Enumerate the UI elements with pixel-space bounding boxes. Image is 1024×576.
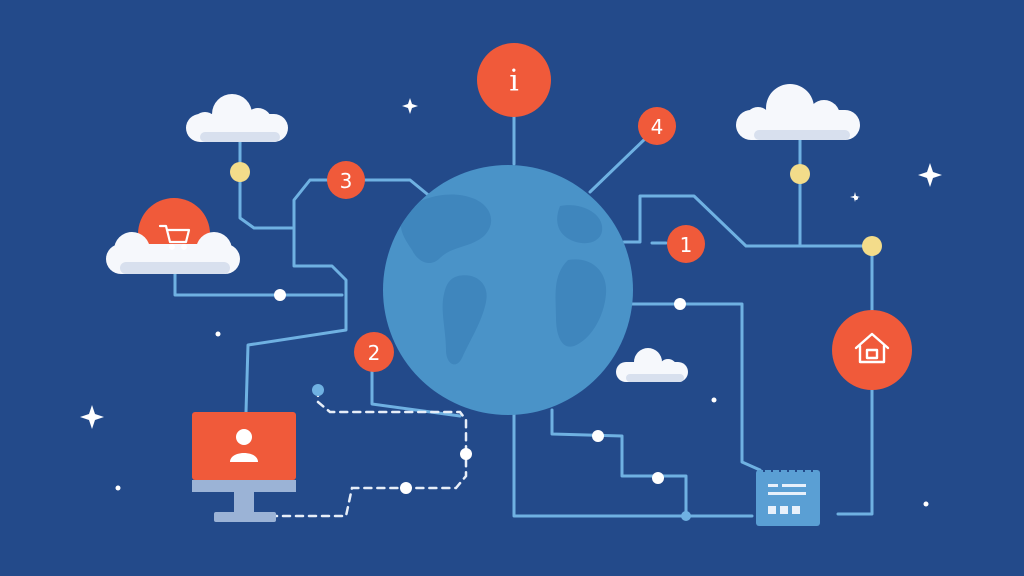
link-three-globe — [360, 178, 434, 200]
continent-africa — [555, 259, 607, 347]
sparkle-icon — [80, 405, 104, 429]
marker-circle — [327, 161, 365, 199]
marker-one-label: 1 — [680, 233, 693, 257]
home-icon — [854, 332, 890, 364]
cloud-icon — [186, 94, 288, 142]
server-panel-lines — [768, 484, 806, 514]
server-top-ridge — [763, 466, 813, 472]
node-blue — [681, 511, 691, 521]
link-three-left — [244, 178, 348, 414]
link-globe-right-top — [622, 194, 868, 248]
continent-north-america — [400, 194, 492, 264]
marker-four: 4 — [638, 107, 676, 145]
cloud-top-right — [736, 84, 860, 140]
monitor-bezel — [192, 480, 296, 492]
marker-circle — [354, 332, 394, 372]
home-node — [832, 310, 912, 390]
link-globe-bottom-left — [512, 410, 754, 518]
marker-info: i — [477, 43, 551, 117]
cloud-top-left — [186, 94, 288, 142]
node-yellow — [230, 162, 250, 182]
cloud-small-center — [616, 348, 688, 382]
sparkle-icon — [918, 163, 942, 187]
node-white — [592, 430, 604, 442]
monitor-screen — [192, 412, 296, 480]
marker-four-label: 4 — [651, 115, 664, 139]
node-blue — [312, 384, 324, 396]
node-white — [460, 448, 472, 460]
link-globe-bottom — [550, 408, 688, 518]
connection-lines — [173, 114, 874, 518]
cart-icon — [158, 224, 191, 250]
info-icon — [477, 43, 551, 117]
node-white — [400, 482, 412, 494]
cloud-icon — [616, 348, 688, 382]
cloud-icon — [106, 232, 240, 274]
dot — [215, 331, 221, 337]
node-white — [674, 298, 686, 310]
dot — [923, 501, 929, 507]
continent-south-america — [442, 275, 487, 365]
continent-europe — [557, 205, 603, 244]
monitor-base — [214, 512, 276, 522]
monitor — [192, 412, 296, 522]
sparkle-icon — [402, 98, 418, 114]
node-yellow — [862, 236, 882, 256]
dot — [711, 397, 717, 403]
link-globe-right-mid — [630, 302, 762, 472]
marker-circle — [667, 225, 705, 263]
server — [756, 466, 820, 526]
marker-one: 1 — [667, 225, 705, 263]
node-white — [652, 472, 664, 484]
marker-three-label: 3 — [340, 169, 353, 193]
user-icon — [230, 429, 258, 462]
sparkle-icon — [850, 192, 860, 202]
sparkles — [80, 98, 942, 429]
globe — [383, 165, 633, 415]
marker-circle — [638, 107, 676, 145]
cart-node — [106, 198, 240, 274]
link-home-server — [836, 386, 874, 516]
link-cart-cloud — [173, 268, 344, 297]
link-four-globe — [588, 134, 650, 194]
globe-continents — [400, 194, 607, 365]
marker-three: 3 — [327, 161, 365, 199]
server-icon — [756, 470, 820, 526]
marker-info-label: i — [509, 64, 519, 99]
marker-two-label: 2 — [368, 341, 381, 365]
node-yellow — [790, 164, 810, 184]
node-white — [274, 289, 286, 301]
cloud-icon — [736, 84, 860, 140]
marker-two: 2 — [354, 332, 394, 372]
monitor-neck — [234, 492, 254, 512]
junction-nodes — [230, 162, 882, 521]
dot — [115, 485, 121, 491]
